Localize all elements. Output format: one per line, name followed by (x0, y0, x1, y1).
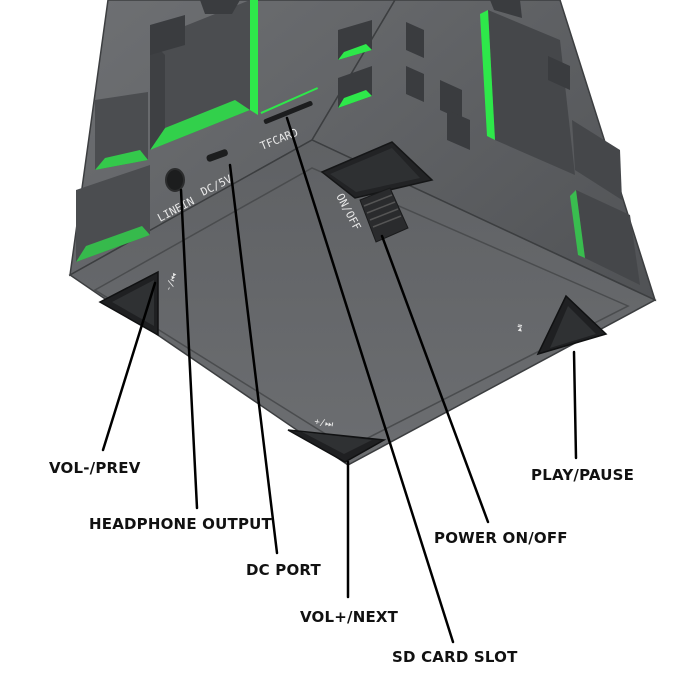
play-pause-button[interactable] (536, 294, 608, 356)
leader-power (380, 234, 490, 524)
vol-next-button[interactable] (287, 429, 387, 463)
label-play-pause: PLAY/PAUSE (531, 466, 635, 484)
label-vol-prev: VOL-/PREV (49, 459, 141, 477)
leader-vol-prev (101, 281, 157, 452)
callout-lines (101, 116, 578, 644)
play-pause-print: ⏯ (514, 323, 526, 333)
right-face-cutouts (406, 0, 640, 285)
line-in-jack (165, 168, 185, 192)
tf-card-slot (263, 101, 313, 124)
label-vol-next: VOL+/NEXT (300, 608, 399, 626)
vol-next-print: +/⏭ (313, 417, 333, 430)
left-face-cutouts (76, 0, 372, 262)
label-power-onoff: POWER ON/OFF (434, 529, 568, 547)
leader-sd-card (285, 116, 455, 644)
label-sd-card-slot: SD CARD SLOT (392, 648, 518, 666)
power-switch-slider[interactable] (359, 187, 409, 243)
label-dc-port: DC PORT (246, 561, 321, 579)
leader-play-pause (572, 350, 578, 460)
bottom-plate-rim (93, 167, 630, 449)
leader-dc-port (228, 163, 279, 555)
label-headphone-output: HEADPHONE OUTPUT (89, 515, 272, 533)
leader-headphone-output (179, 188, 199, 510)
dc-port-slot (206, 149, 228, 162)
